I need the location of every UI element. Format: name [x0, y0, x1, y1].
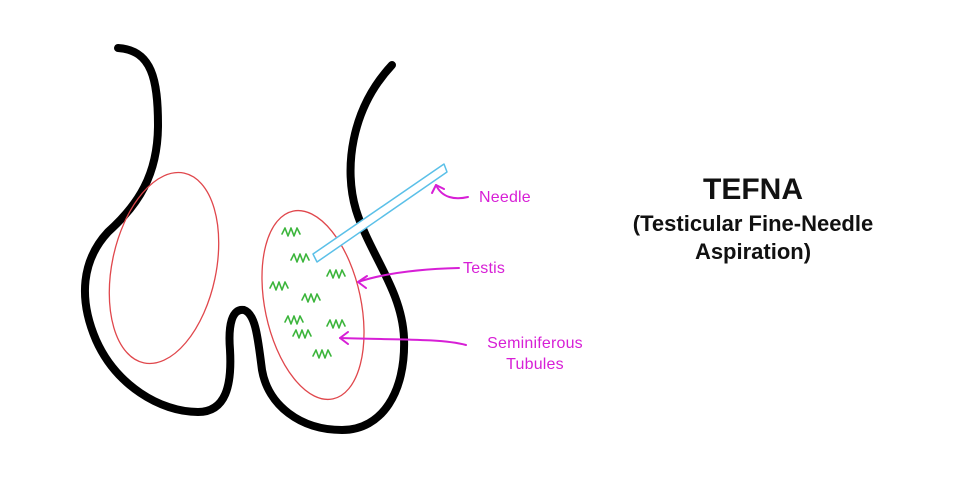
page-title: TEFNA: [703, 173, 803, 206]
tubules-arrow-head: [339, 331, 349, 345]
needle-arrow-head: [431, 184, 445, 194]
seminiferous-label-line2: Tubules: [506, 356, 564, 373]
tubule-squiggle: [312, 349, 332, 359]
testis-arrow-head: [357, 275, 368, 289]
tubule-squiggle: [269, 281, 289, 291]
tubule-squiggle: [301, 293, 321, 303]
tubules-arrow: [339, 337, 467, 346]
seminiferous-tubules-label: Seminiferous Tubules: [470, 333, 600, 375]
title-block: TEFNA (Testicular Fine-Needle Aspiration…: [588, 172, 918, 266]
tubule-squiggle: [326, 269, 346, 279]
left-testis: [108, 171, 220, 365]
tubule-squiggle: [290, 253, 310, 263]
subtitle-line2: Aspiration): [694, 239, 812, 264]
needle: [312, 163, 448, 263]
tubule-squiggle: [284, 315, 304, 325]
testis-label: Testis: [463, 260, 506, 277]
tubule-squiggle: [292, 329, 312, 339]
testis-arrow: [357, 267, 460, 283]
seminiferous-tubules: [269, 227, 346, 359]
scrotum-outline: [80, 44, 409, 434]
seminiferous-label-line1: Seminiferous: [487, 335, 583, 352]
annotation-arrows: [339, 184, 469, 346]
subtitle-line1: (Testicular Fine-Needle: [632, 211, 874, 236]
tubule-squiggle: [281, 227, 301, 237]
tubule-squiggle: [326, 319, 346, 329]
right-testis: [261, 209, 365, 401]
needle-label: Needle: [479, 189, 531, 206]
page-subtitle: (Testicular Fine-Needle Aspiration): [588, 210, 918, 266]
needle-arrow: [435, 184, 469, 200]
